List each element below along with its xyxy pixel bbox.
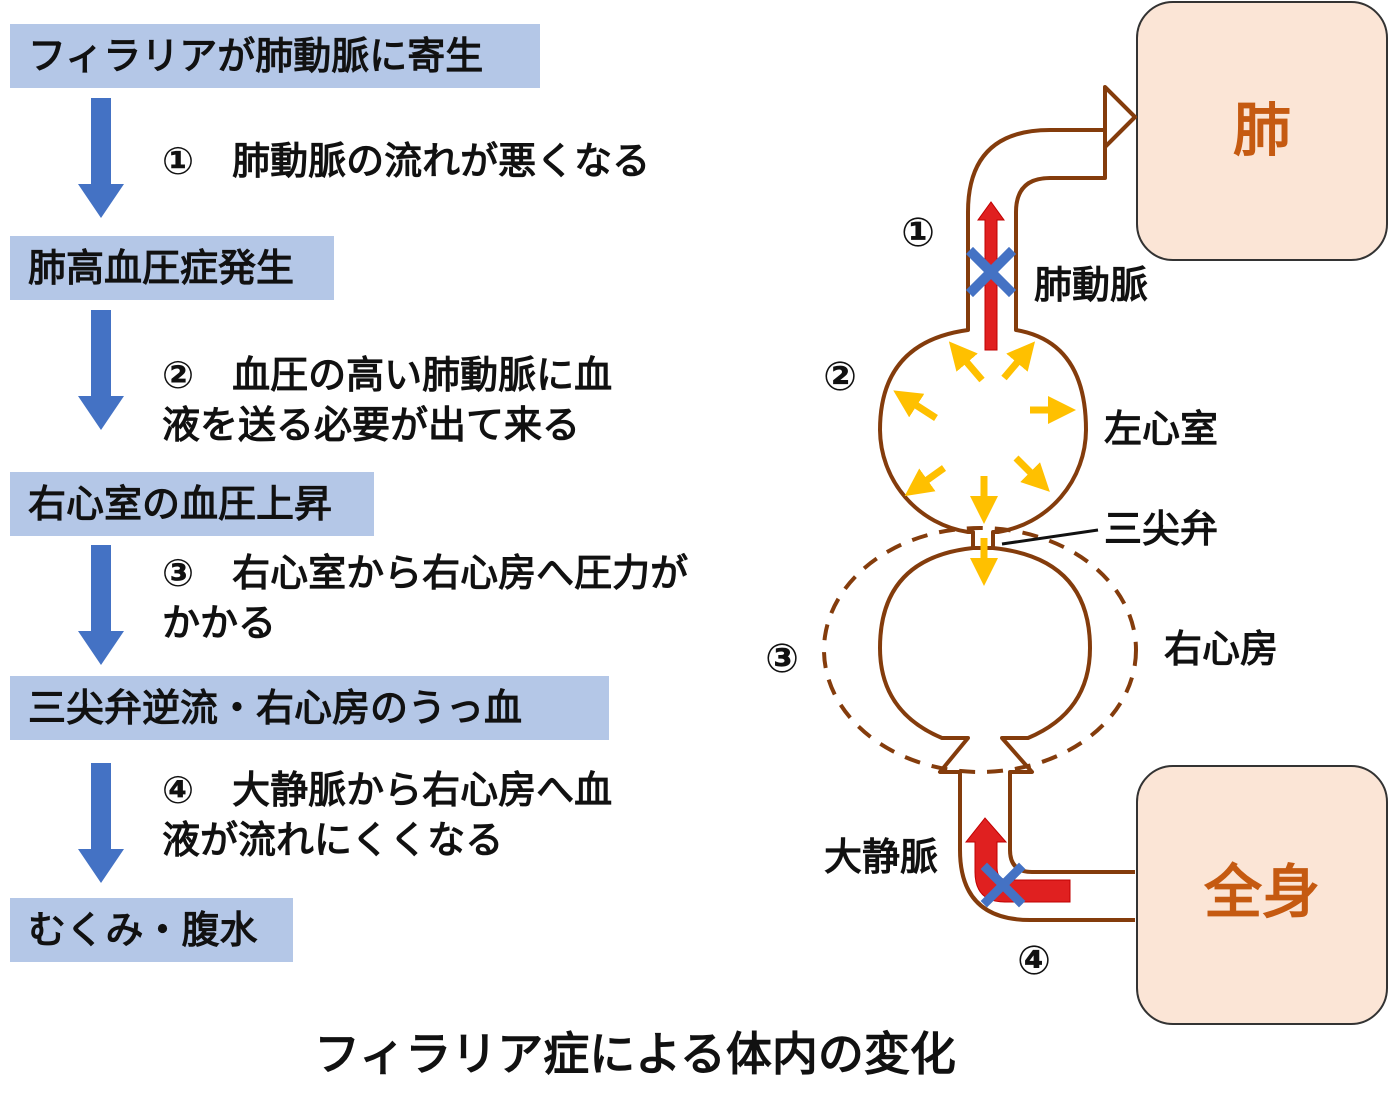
flow-step-4: 三尖弁逆流・右心房のうっ血 bbox=[10, 676, 609, 740]
pulmonary-blockage-icon bbox=[965, 246, 1017, 298]
flow-transition-2-line-1: ② 血圧の高い肺動脈に血 bbox=[162, 353, 613, 397]
flow-transition-4-line-1: ④ 大静脈から右心房へ血 bbox=[162, 768, 613, 812]
marker-3: ③ bbox=[765, 636, 799, 682]
flow-arrow-4 bbox=[78, 763, 124, 883]
marker-1: ① bbox=[901, 210, 935, 256]
flow-step-5: むくみ・腹水 bbox=[10, 898, 293, 962]
tricuspid-label: 三尖弁 bbox=[1104, 507, 1218, 551]
right-atrium-vessel bbox=[878, 546, 1135, 922]
flow-transition-3-line-2: かかる bbox=[162, 601, 277, 645]
flow-step-3-label: 右心室の血圧上昇 bbox=[28, 482, 333, 526]
body-box bbox=[1136, 765, 1388, 1025]
flow-transition-2: ② 血圧の高い肺動脈に血 液を送る必要が出て来る bbox=[162, 350, 612, 450]
flow-transition-4: ④ 大静脈から右心房へ血 液が流れにくくなる bbox=[162, 765, 612, 865]
right-atrium-label: 右心房 bbox=[1164, 627, 1278, 671]
lung-box bbox=[1136, 1, 1388, 261]
body-label: 全身 bbox=[1203, 858, 1320, 926]
tricuspid-pointer bbox=[1001, 528, 1099, 546]
flow-arrow-3 bbox=[78, 545, 124, 665]
flow-step-2: 肺高血圧症発生 bbox=[10, 236, 334, 300]
flow-arrow-2 bbox=[78, 310, 124, 430]
vena-cava-blockage-icon bbox=[980, 862, 1026, 908]
flow-step-4-label: 三尖弁逆流・右心房のうっ血 bbox=[28, 686, 523, 730]
pulmonary-artery-vessel bbox=[878, 85, 1137, 550]
atrium-pressure-zone bbox=[822, 526, 1138, 774]
marker-4: ④ bbox=[1017, 938, 1051, 984]
flow-step-1: フィラリアが肺動脈に寄生 bbox=[10, 24, 540, 88]
marker-2: ② bbox=[823, 354, 857, 400]
vena-cava-label: 大静脈 bbox=[824, 835, 938, 879]
figure-caption: フィラリア症による体内の変化 bbox=[314, 1027, 956, 1081]
flow-step-1-label: フィラリアが肺動脈に寄生 bbox=[28, 34, 484, 78]
ventricle-label: 左心室 bbox=[1104, 407, 1218, 451]
flow-arrow-1 bbox=[78, 98, 124, 218]
flow-transition-4-line-2: 液が流れにくくなる bbox=[162, 818, 504, 862]
pulmonary-artery-arrowhead bbox=[1103, 85, 1137, 178]
flow-transition-3: ③ 右心室から右心房へ圧力が かかる bbox=[162, 548, 688, 648]
flow-transition-2-line-2: 液を送る必要が出て来る bbox=[162, 403, 581, 447]
pressure-arrows bbox=[893, 341, 1076, 586]
lung-label: 肺 bbox=[1233, 96, 1291, 164]
pulmonary-artery-label: 肺動脈 bbox=[1034, 263, 1148, 307]
flow-step-2-label: 肺高血圧症発生 bbox=[28, 246, 295, 290]
flow-transition-1-line-1: ① 肺動脈の流れが悪くなる bbox=[162, 139, 651, 183]
flow-step-5-label: むくみ・腹水 bbox=[28, 908, 258, 952]
flow-step-3: 右心室の血圧上昇 bbox=[10, 472, 374, 536]
flow-transition-1: ① 肺動脈の流れが悪くなる bbox=[162, 136, 650, 186]
flow-transition-3-line-1: ③ 右心室から右心房へ圧力が bbox=[162, 551, 689, 595]
vena-cava-blood-arrow bbox=[964, 817, 1071, 903]
